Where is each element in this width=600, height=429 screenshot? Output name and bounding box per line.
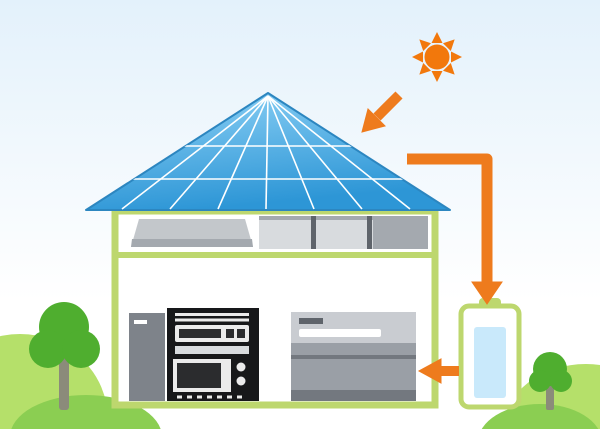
range-hood [131,219,253,247]
sun-icon [412,32,462,82]
arrow-battery-to-house-icon [417,358,459,384]
dishwasher-groove [291,355,416,359]
microwave-window [177,363,221,388]
panel-grid-line [217,95,269,210]
dishwasher-kickplate [291,390,416,401]
control-button [237,329,245,338]
control-button [226,329,234,338]
arrow-shaft [373,91,403,121]
foliage-circle [550,370,572,392]
panel-grid-line [265,95,269,210]
panel-grid-line [267,95,315,210]
dishwasher-handle [299,329,381,337]
vent-slot [175,313,249,316]
tree-right-trunk [546,382,554,410]
panel-grid-line [169,95,269,210]
tree-left-foliage [29,302,100,368]
upstairs-windows [259,216,428,249]
tree-left [29,302,100,410]
side-cabinet-body [129,313,165,401]
arrow-shaft [407,153,493,282]
microwave-knob [236,362,246,372]
foliage-circle [62,330,100,368]
sun-ray [431,71,443,82]
arrow-head [361,108,386,133]
vent-slot [175,318,249,322]
arrow-roof-to-battery-icon [407,153,503,305]
foliage-circle [29,330,67,368]
tree-left-trunk [59,358,69,410]
sun-ray [412,51,423,63]
window-divider [311,216,316,249]
drawer-strip [175,346,249,354]
house [111,207,439,409]
arrow-sunlight-icon [361,91,403,133]
tree-right-foliage [529,352,572,392]
oven-microwave-stack [167,308,259,401]
bush-right-front [481,404,599,429]
foliage-circle [529,370,551,392]
sun-ray [431,32,443,43]
window-divider [367,216,372,249]
arrow-head [471,281,503,305]
battery-charge-level [474,327,506,398]
floor-divider [112,252,438,258]
side-cabinet [129,313,165,401]
window-top-shadow [259,216,428,220]
panel-grid-line [267,95,411,210]
side-cabinet-handle [134,320,147,324]
range-hood-band [131,239,253,247]
microwave-knob [236,376,246,386]
display-screen [179,329,221,338]
dishwasher [291,312,416,401]
storage-battery [458,298,522,410]
panel-grid-line [267,95,363,210]
roof-panels [85,92,451,211]
sun-core [424,44,450,70]
arrow-head [417,358,442,384]
panel-grid-line [121,95,269,210]
tree-right [529,352,572,410]
window-pane-dark [373,216,428,249]
sun-ray [451,51,462,63]
dishwasher-control [299,318,323,324]
